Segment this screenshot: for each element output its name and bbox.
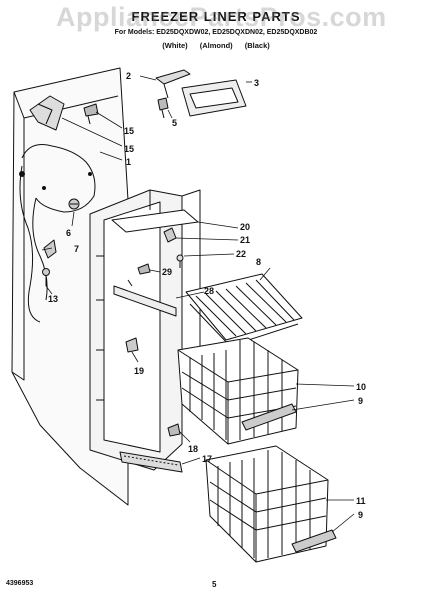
- part-9-front-trim-upper: [241, 403, 297, 431]
- callout-19: 19: [134, 366, 144, 376]
- part-8-wire-shelf: [185, 273, 303, 347]
- callout-22: 22: [236, 249, 246, 259]
- part-15-screw: [83, 103, 99, 125]
- callout-9-lower: 9: [358, 510, 363, 520]
- callout-8: 8: [256, 257, 261, 267]
- wire-harness: [19, 165, 92, 323]
- callout-13: 13: [48, 294, 58, 304]
- callout-20: 20: [240, 222, 250, 232]
- part-13-clip: [42, 268, 50, 286]
- part-19-clip: [125, 337, 139, 353]
- callout-18: 18: [188, 444, 198, 454]
- part-6-clip: [68, 198, 80, 210]
- part-9-front-trim-lower: [291, 529, 337, 553]
- part-28-shelf-rail: [113, 279, 177, 317]
- callout-2: 2: [126, 71, 131, 81]
- leader-lines: [41, 75, 355, 533]
- part-11-lower-basket: [205, 445, 329, 563]
- part-14-bracket: [29, 95, 65, 131]
- callout-9-upper: 9: [358, 396, 363, 406]
- part-2-bracket: [155, 69, 191, 99]
- document-number: 4396953: [6, 580, 34, 587]
- model-list: For Models: ED25DQXDW02, ED25DQXDN02, ED…: [114, 29, 318, 36]
- part-3-tray: [181, 79, 247, 117]
- part-17-bottom-rail: [119, 451, 183, 473]
- page-title: FREEZER LINER PARTS: [131, 9, 301, 24]
- callout-10: 10: [356, 382, 366, 392]
- callout-14: 15: [124, 144, 134, 154]
- callout-6: 6: [66, 228, 71, 238]
- part-22-bulb: [176, 254, 184, 268]
- part-18-screw: [167, 423, 181, 437]
- part-5-screw: [157, 97, 169, 119]
- part-29-screw: [137, 263, 151, 275]
- callout-3: 3: [254, 78, 259, 88]
- callout-21: 21: [240, 235, 250, 245]
- callout-1: 1: [126, 157, 131, 167]
- callout-labels: 2 3 5 15 15 1 6 7 13 20 21 22 8 29 28 19…: [48, 71, 366, 520]
- callout-17: 17: [202, 454, 212, 464]
- callout-11: 11: [356, 496, 366, 506]
- callout-29: 29: [162, 267, 172, 277]
- page-number: 5: [212, 580, 217, 589]
- callout-7: 7: [74, 244, 79, 254]
- freezer-cabinet-frame: [89, 189, 201, 471]
- part-7-clip: [43, 239, 57, 259]
- part-10-upper-basket: [177, 337, 299, 445]
- callout-28: 28: [204, 286, 214, 296]
- callout-15: 15: [124, 126, 134, 136]
- callout-5: 5: [172, 118, 177, 128]
- color-codes: (White) (Almond) (Black): [162, 41, 270, 50]
- watermark: AppliancePartsPros.com: [56, 2, 387, 32]
